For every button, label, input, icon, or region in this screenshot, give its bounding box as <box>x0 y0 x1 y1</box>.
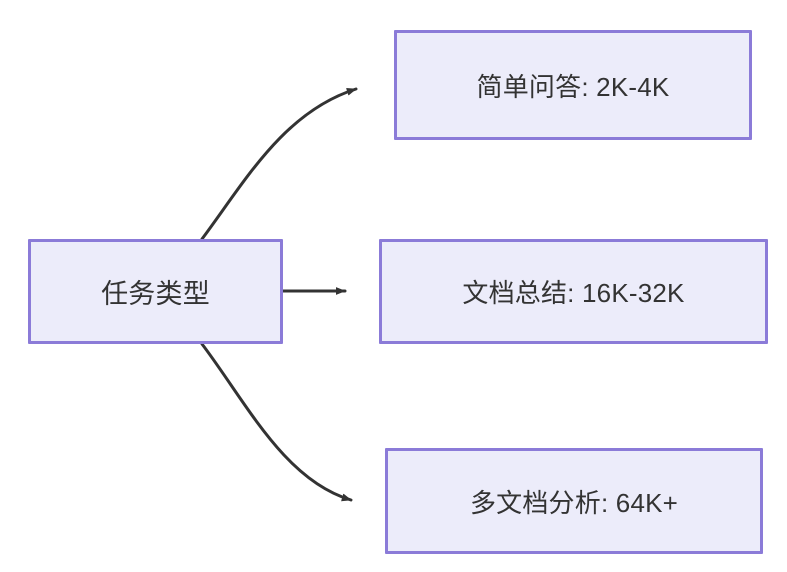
node-task-type-label: 任务类型 <box>101 279 210 309</box>
node-multi-doc-label: 多文档分析: 64K+ <box>469 487 679 518</box>
edge-root-to-simple-qa <box>200 87 358 241</box>
edge-root-to-multi-doc <box>200 342 353 502</box>
node-doc-summary-label: 文档总结: 16K-32K <box>462 278 685 308</box>
node-simple-qa-label: 简单问答: 2K-4K <box>476 71 670 102</box>
node-task-type[interactable]: 任务类型 <box>28 239 283 344</box>
node-doc-summary[interactable]: 文档总结: 16K-32K <box>379 239 768 344</box>
node-multi-doc[interactable]: 多文档分析: 64K+ <box>385 448 763 554</box>
node-simple-qa[interactable]: 简单问答: 2K-4K <box>394 30 752 140</box>
